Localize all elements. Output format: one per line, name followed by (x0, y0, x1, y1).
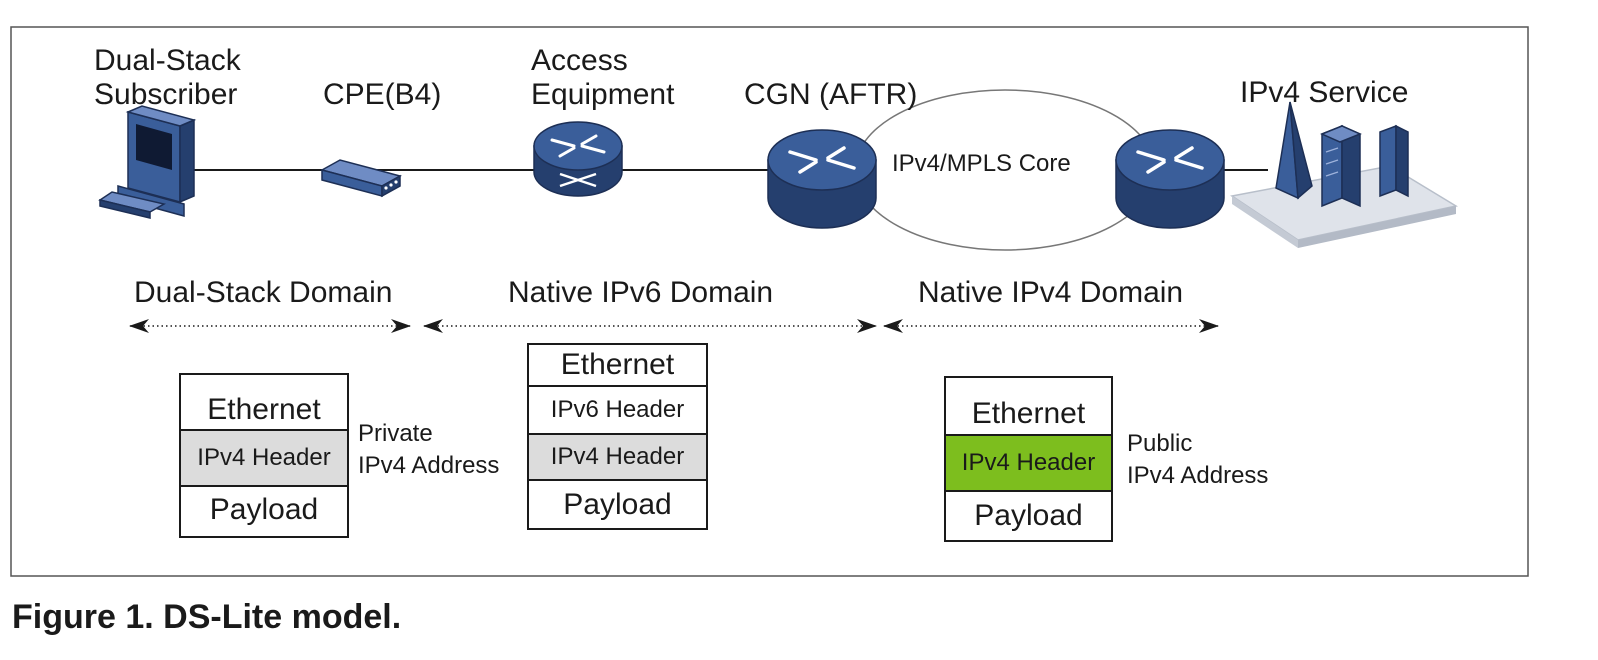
ipv6-domain-label: Native IPv6 Domain (508, 276, 774, 309)
public-packet-stack: Ethernet IPv4 Header Payload (944, 376, 1113, 542)
dual-stack-domain-label: Dual-Stack Domain (134, 276, 393, 309)
figure-caption: Figure 1. DS-Lite model. (12, 598, 402, 636)
access-label-line2: Equipment (531, 78, 675, 111)
diagram-frame (10, 26, 1529, 577)
cpe-modem-icon (320, 159, 402, 198)
ipv4-service-label: IPv4 Service (1240, 76, 1409, 109)
subscriber-label-line1: Dual-Stack (94, 44, 241, 77)
private-note-line1: Private (358, 420, 433, 447)
access-router-icon (533, 121, 623, 197)
ipv4-domain-label: Native IPv4 Domain (918, 276, 1184, 309)
stack-layer-payload: Payload (563, 487, 672, 521)
stack-layer-ipv4-header: IPv4 Header (529, 435, 706, 481)
ipv4-service-servers-icon (1230, 101, 1459, 248)
public-address-note: Public IPv4 Address (1127, 428, 1268, 492)
core-label: IPv4/MPLS Core (892, 150, 1071, 177)
access-label-line1: Access (531, 44, 628, 77)
tunnel-packet-stack: Ethernet IPv6 Header IPv4 Header Payload (527, 343, 708, 530)
stack-layer-payload: Payload (209, 492, 319, 526)
stack-layer-ethernet: Ethernet (971, 397, 1086, 430)
public-note-line1: Public (1127, 430, 1193, 457)
service-router-icon (1115, 129, 1225, 229)
private-note-line2: IPv4 Address (358, 452, 500, 479)
cpe-label: CPE(B4) (323, 78, 442, 111)
computer-icon (98, 105, 197, 219)
access-equipment-label: Access Equipment (531, 44, 674, 112)
subscriber-label-line2: Subscriber (94, 78, 238, 111)
private-packet-stack: Ethernet IPv4 Header Payload (179, 373, 349, 538)
cgn-label: CGN (AFTR) (744, 78, 918, 111)
stack-layer-payload: Payload (974, 499, 1083, 532)
public-note-line2: IPv4 Address (1127, 462, 1269, 489)
cgn-router-icon (767, 129, 877, 229)
stack-layer-ethernet: Ethernet (207, 393, 321, 426)
private-address-note: Private IPv4 Address (358, 418, 499, 482)
stack-layer-ethernet: Ethernet (529, 345, 706, 387)
stack-layer-ipv6-header: IPv6 Header (529, 387, 706, 435)
subscriber-label: Dual-Stack Subscriber (94, 44, 241, 112)
stack-layer-ipv4-header: IPv4 Header (946, 434, 1111, 492)
stack-layer-ipv4-header: IPv4 Header (181, 429, 347, 487)
